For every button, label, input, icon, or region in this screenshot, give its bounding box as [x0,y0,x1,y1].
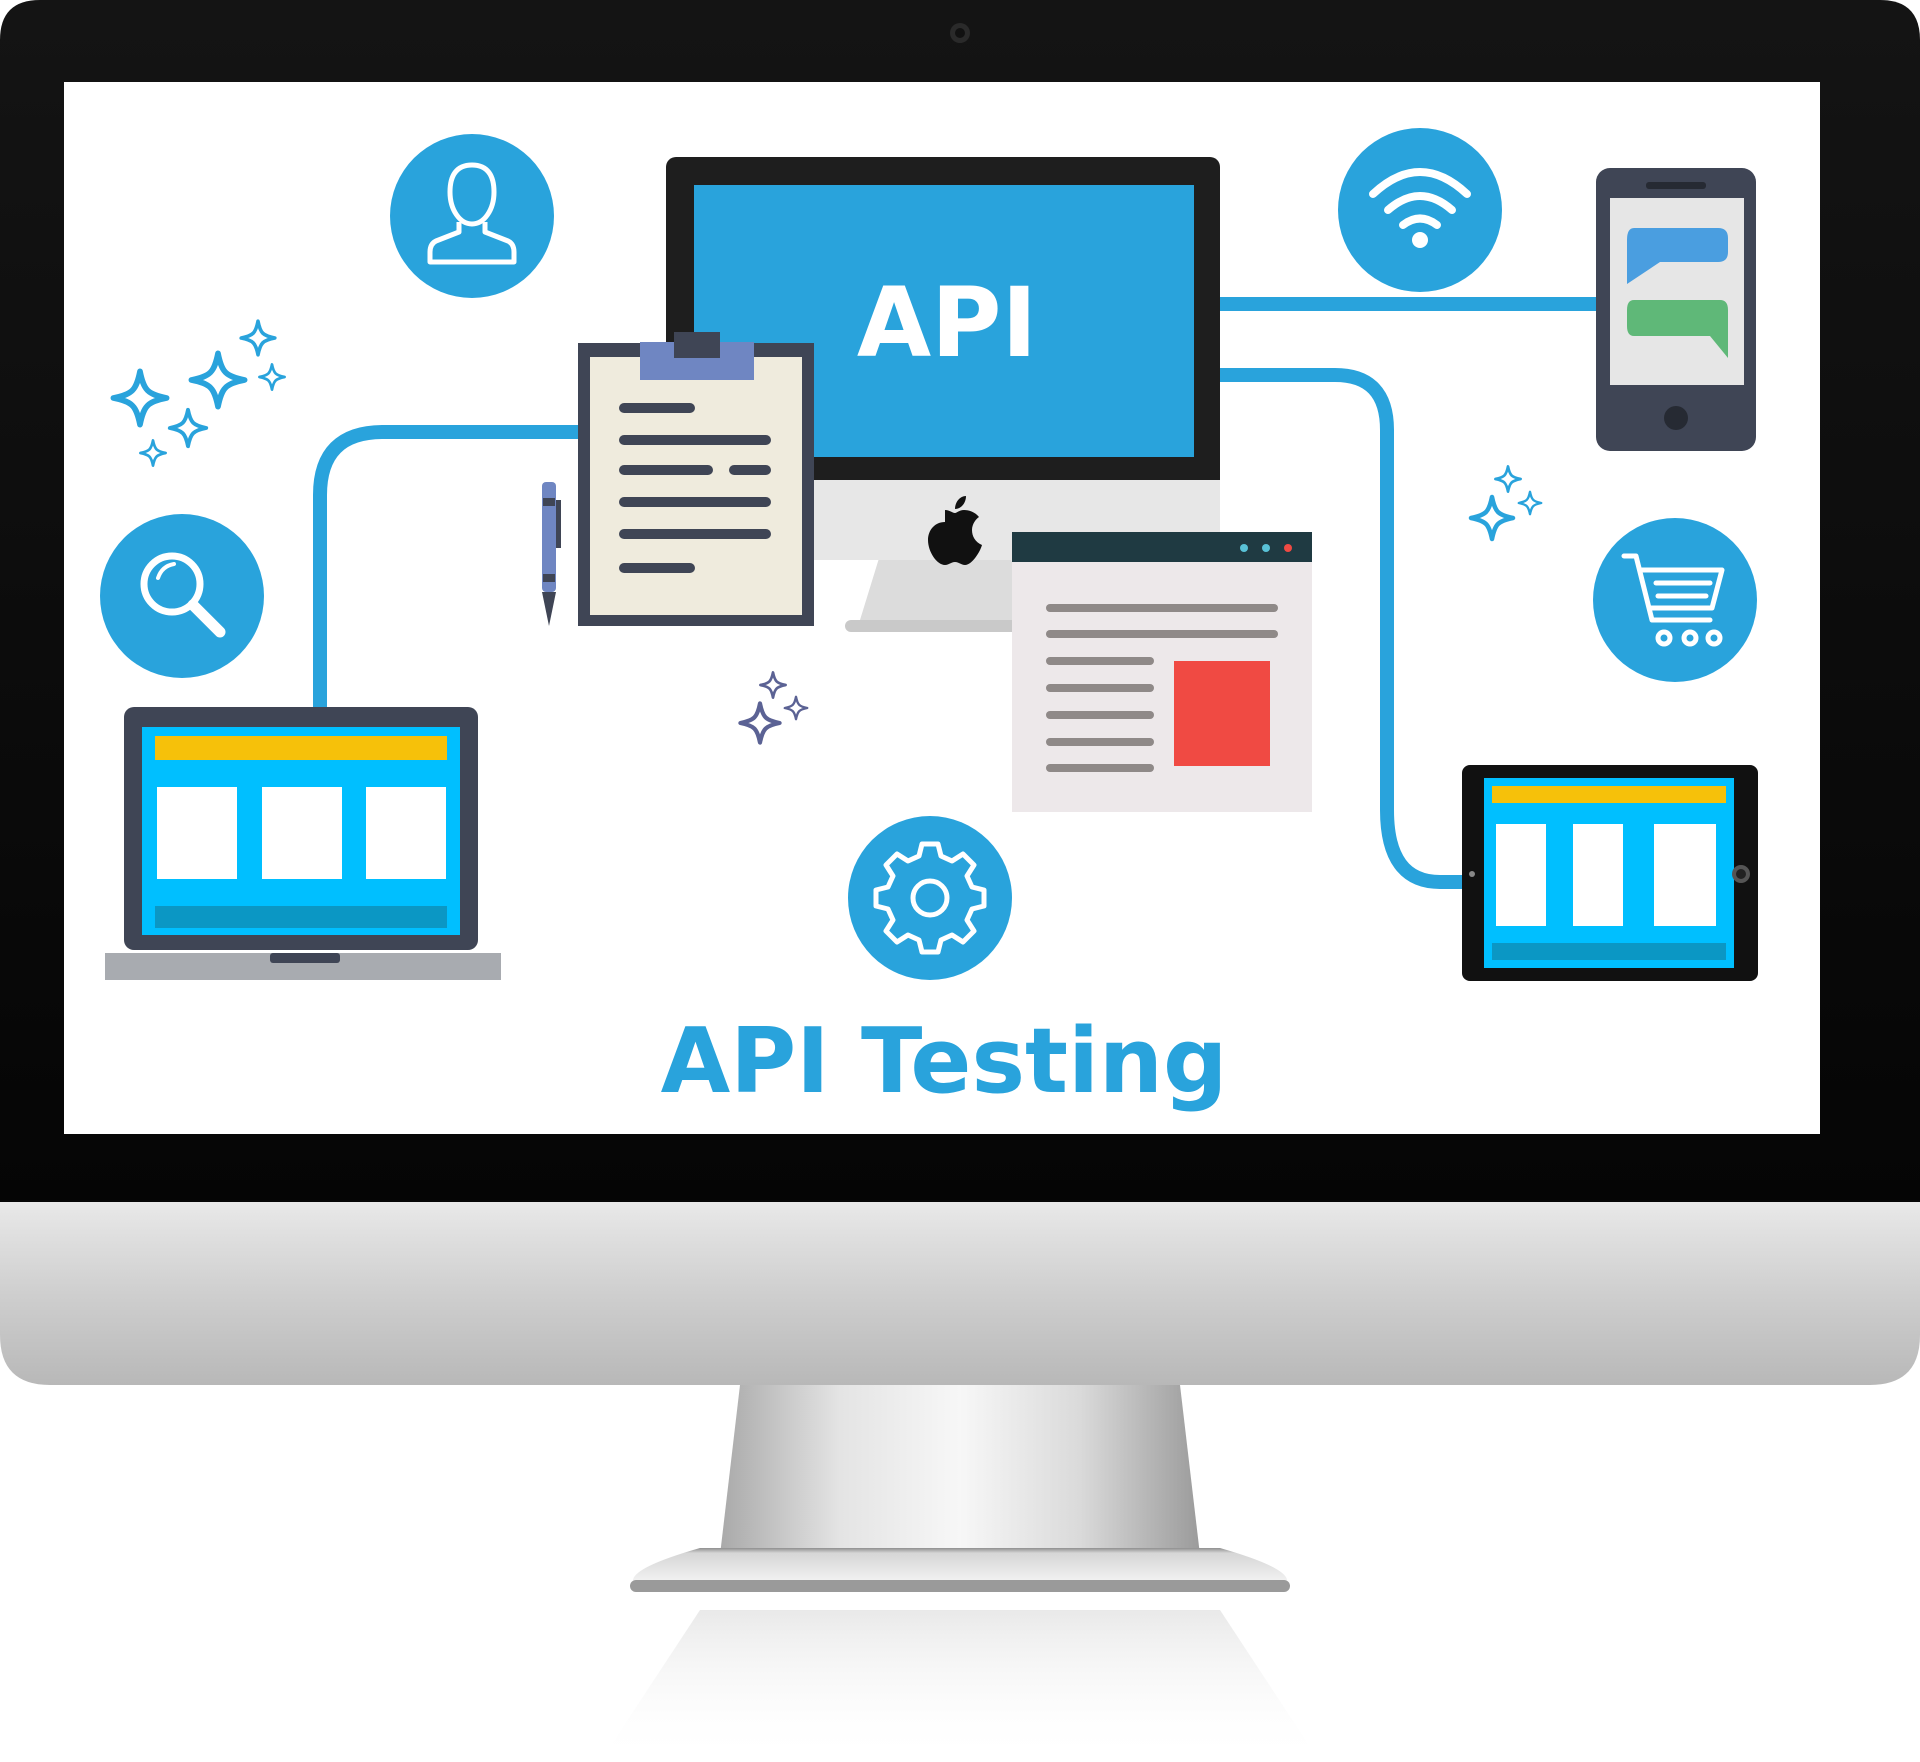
cart-icon [1593,518,1757,682]
user-icon [390,134,554,298]
api-testing-title: API Testing [661,1009,1228,1114]
clipboard-document [542,332,814,626]
connector-lines [313,297,1607,889]
stand-neck [720,1385,1200,1555]
stand-foot [632,1548,1288,1582]
pen-icon [542,482,561,626]
chat-bubble-green [1627,300,1728,358]
tablet [1462,765,1758,981]
chat-bubble-blue [1627,228,1728,284]
monitor-chin [0,1200,1920,1385]
monitor-api-label: API [857,267,1037,379]
laptop [105,707,501,980]
search-icon [100,514,264,678]
screen-content: API [100,128,1758,1114]
red-block [1174,661,1270,766]
browser-window [1012,532,1312,812]
apple-logo-icon [928,496,982,565]
stand-reflection [600,1610,1320,1762]
smartphone [1596,168,1756,451]
gear-icon [848,816,1012,980]
wifi-icon [1338,128,1502,292]
